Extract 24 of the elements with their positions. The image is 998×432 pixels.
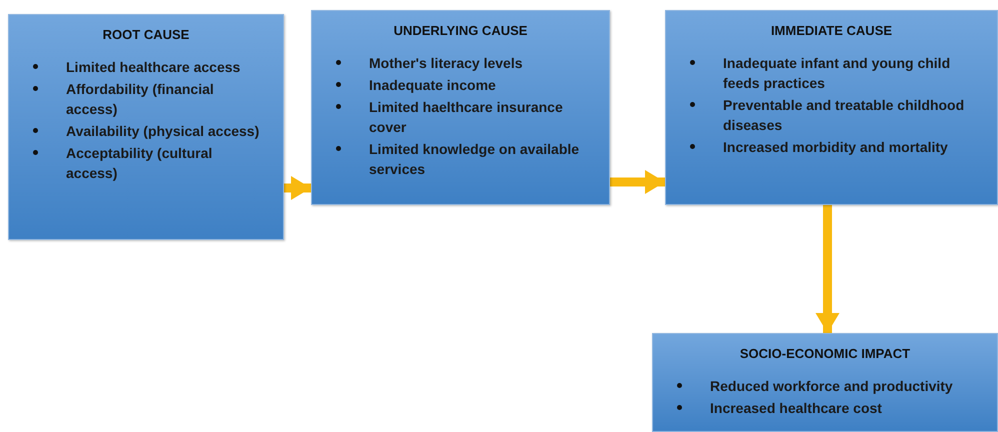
box-heading: SOCIO-ECONOMIC IMPACT — [738, 346, 912, 362]
list-item-text: Increased morbidity and mortality — [723, 138, 949, 158]
list-item-text: Inadequate infant and young child feeds practices — [723, 54, 952, 94]
block-arrow — [610, 170, 665, 194]
block-arrow — [816, 205, 840, 333]
block-arrow — [284, 176, 311, 200]
list-item-text: Reduced workforce and productivity — [710, 377, 954, 396]
list-item-text: Availability (physical access) — [66, 122, 260, 142]
list-item-text: Limited knowledge on available services — [369, 140, 580, 180]
list-item-text: Affordability (financial access) — [66, 80, 215, 120]
list-item-text: Limited haelthcare insurance cover — [369, 98, 564, 138]
list-item-text: Inadequate income — [369, 76, 497, 96]
cause-box — [665, 10, 998, 205]
list-item-text: Preventable and treatable childhood diseases — [723, 96, 966, 136]
list-item-text: Increased healthcare cost — [710, 399, 883, 418]
box-heading: UNDERLYING CAUSE — [392, 23, 528, 40]
cause-box — [652, 333, 998, 432]
list-item-text: Limited healthcare access — [66, 58, 242, 78]
list-item-text: Mother's literacy levels — [369, 54, 524, 74]
box-heading: IMMEDIATE CAUSE — [770, 23, 894, 40]
box-heading: ROOT CAUSE — [102, 27, 190, 44]
cause-box — [311, 10, 610, 205]
list-item-text: Acceptability (cultural access) — [66, 144, 214, 184]
cause-box — [8, 14, 284, 240]
